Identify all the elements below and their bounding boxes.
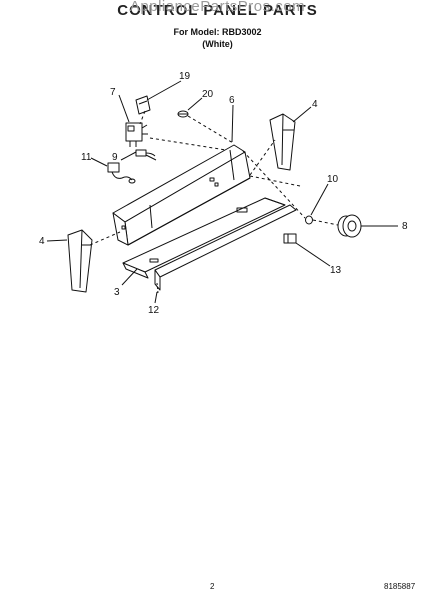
bracket-part-19 <box>135 95 151 115</box>
page-title: CONTROL PANEL PARTS AppliancePartsPros.c… <box>0 0 435 19</box>
callout-13: 13 <box>330 265 342 276</box>
callout-11: 11 <box>81 152 92 163</box>
washer-part-10 <box>305 215 313 225</box>
knob-part-8 <box>337 214 362 238</box>
callout-7: 7 <box>110 87 116 98</box>
callout-12: 12 <box>148 305 160 316</box>
end-cap-left-part-4 <box>67 229 93 293</box>
trim-strip-part-12 <box>154 204 297 294</box>
watermark: AppliancePartsPros.com <box>129 0 306 15</box>
terminal-part-11 <box>107 162 136 184</box>
leader-lines <box>46 80 398 304</box>
callout-6: 6 <box>229 95 235 106</box>
assembly-lines <box>89 110 339 246</box>
callout-8: 8 <box>402 221 408 232</box>
switch-part-7 <box>125 122 148 147</box>
screw-part-20 <box>177 110 189 118</box>
page-number: 2 <box>210 582 215 591</box>
control-panel-part-3 <box>122 197 286 279</box>
callout-20: 20 <box>202 89 214 100</box>
callout-19: 19 <box>179 71 191 82</box>
callout-labels: 19 20 7 6 4 11 9 10 8 4 13 3 12 <box>39 71 408 316</box>
callout-10: 10 <box>327 174 339 185</box>
callout-4-right: 4 <box>312 99 318 110</box>
page-title-text: CONTROL PANEL PARTS <box>117 2 318 19</box>
color-line: (White) <box>202 39 233 49</box>
indicator-light-part-9 <box>135 149 157 161</box>
clip-part-13 <box>283 233 297 244</box>
document-part-number: 8185887 <box>384 582 416 591</box>
console-panel-part-6 <box>112 144 251 246</box>
callout-3: 3 <box>114 287 120 298</box>
model-line: For Model: RBD3002 <box>173 27 262 37</box>
callout-4-left: 4 <box>39 236 45 247</box>
callout-9: 9 <box>112 152 118 163</box>
end-cap-right-part-4 <box>269 113 296 171</box>
